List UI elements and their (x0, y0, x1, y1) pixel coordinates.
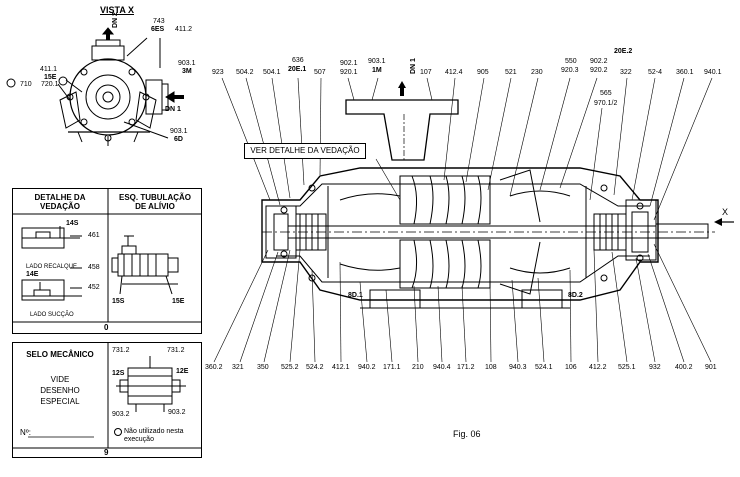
selo-panel-footer: 9 (104, 448, 109, 457)
top-label: 920.2 (590, 67, 608, 74)
top-label: 902.2 (590, 58, 608, 65)
bottom-label: 524.2 (306, 364, 324, 371)
detalhe-panel (12, 188, 202, 334)
label-12e: 12E (176, 368, 189, 375)
label-6es: 6ES (151, 26, 165, 33)
label-dn1-vista: DN 1 (165, 106, 181, 113)
label-15e: 15E (172, 298, 185, 305)
label-15s: 15S (112, 298, 125, 305)
label-710: 710 (20, 81, 32, 88)
bottom-leader-lines (213, 243, 712, 363)
top-label: 507 (314, 69, 326, 76)
label-452: 452 (88, 284, 100, 291)
label-6d: 6D (174, 136, 183, 143)
bottom-label: 901 (705, 364, 717, 371)
top-label: 20E.2 (614, 48, 633, 55)
vista-x-drawing (57, 37, 169, 146)
top-label: 905 (477, 69, 489, 76)
label-743: 743 (153, 18, 165, 25)
bottom-label: 350 (257, 364, 269, 371)
label-14s: 14S (66, 220, 79, 227)
top-label: 550 (565, 58, 577, 65)
bottom-label: 400.2 (675, 364, 693, 371)
top-label: 970.1/2 (594, 100, 618, 107)
numero-label: Nº: (20, 428, 31, 437)
top-label: 902.1 (340, 60, 358, 67)
top-label: DN 1 (410, 58, 417, 74)
bottom-label: 171.1 (383, 364, 401, 371)
label-903-1-bottom: 903.1 (170, 128, 188, 135)
label-731-2-right: 731.2 (167, 347, 185, 354)
section-label-8d1: 8D.1 (348, 292, 363, 299)
label-12s: 12S (112, 370, 125, 377)
label-731-2-left: 731.2 (112, 347, 130, 354)
top-label: 1M (372, 67, 382, 74)
bottom-label: 940.3 (509, 364, 527, 371)
top-label: 412.4 (445, 69, 463, 76)
detalhe-panel-footer: 0 (104, 323, 109, 332)
ver-detalhe-callout: VER DETALHE DA VEDAÇÃO (244, 143, 366, 159)
label-dn2: DN 2 (112, 12, 119, 28)
view-x-label: X (722, 207, 729, 217)
tubulacao-alivio-header: ESQ. TUBULAÇÃO DE ALÍVIO (119, 193, 191, 211)
top-label: 521 (505, 69, 517, 76)
top-label: 230 (531, 69, 543, 76)
top-label: 504.2 (236, 69, 254, 76)
selo-mecanico-header: SELO MECÂNICO (26, 350, 94, 359)
vista-x-title: VISTA X (100, 5, 135, 15)
bottom-label: 940.2 (358, 364, 376, 371)
relief-piping-drawing (111, 235, 179, 295)
bottom-label: 525.1 (618, 364, 636, 371)
mechanical-seal-drawing (116, 356, 186, 412)
label-3m: 3M (182, 68, 192, 75)
label-lado-recalque: LADO RECALQUE (26, 264, 78, 270)
label-903-1-top: 903.1 (178, 60, 196, 67)
top-label: 565 (600, 90, 612, 97)
label-461: 461 (88, 232, 100, 239)
label-903-2-right: 903.2 (168, 409, 186, 416)
section-label-8d2: 8D.2 (568, 292, 583, 299)
bottom-label: 412.1 (332, 364, 350, 371)
bottom-label: 171.2 (457, 364, 475, 371)
label-903-2-left: 903.2 (112, 411, 130, 418)
top-label: 322 (620, 69, 632, 76)
top-label: 360.1 (676, 69, 694, 76)
top-label: 903.1 (368, 58, 386, 65)
bottom-label: 940.4 (433, 364, 451, 371)
bottom-label: 210 (412, 364, 424, 371)
label-458: 458 (88, 264, 100, 271)
bottom-label: 360.2 (205, 364, 223, 371)
top-label: 20E.1 (288, 66, 307, 73)
nao-utilizado-note: Não utilizado nesta execução (124, 428, 184, 443)
label-15e-vista: 15E (44, 74, 57, 81)
bottom-label: 321 (232, 364, 244, 371)
detalhe-vedacao-header: DETALHE DA VEDAÇÃO (34, 193, 86, 211)
bottom-label: 412.2 (589, 364, 607, 371)
label-411-2: 411.2 (175, 26, 192, 33)
top-leader-lines (221, 77, 713, 221)
label-lado-succao: LADO SUCÇÃO (30, 312, 74, 318)
bottom-label: 524.1 (535, 364, 553, 371)
top-label: 636 (292, 57, 304, 64)
pump-cross-section (261, 99, 715, 309)
figure-caption: Fig. 06 (453, 429, 481, 439)
bottom-label: 106 (565, 364, 577, 371)
seal-detail-drawing (21, 226, 82, 301)
bottom-label: 108 (485, 364, 497, 371)
top-label: 920.3 (561, 67, 579, 74)
label-720-1: 720.1 (41, 81, 59, 88)
top-label: 920.1 (340, 69, 358, 76)
vide-desenho-especial: VIDE DESENHO ESPECIAL (40, 375, 80, 406)
bottom-label: 932 (649, 364, 661, 371)
selo-panel (12, 342, 202, 458)
top-label: 923 (212, 69, 224, 76)
top-label: 504.1 (263, 69, 281, 76)
top-label: 940.1 (704, 69, 722, 76)
label-411-1: 411.1 (40, 66, 57, 73)
label-14e: 14E (26, 271, 39, 278)
bottom-label: 525.2 (281, 364, 299, 371)
top-label: 107 (420, 69, 432, 76)
top-label: 52-4 (648, 69, 663, 76)
